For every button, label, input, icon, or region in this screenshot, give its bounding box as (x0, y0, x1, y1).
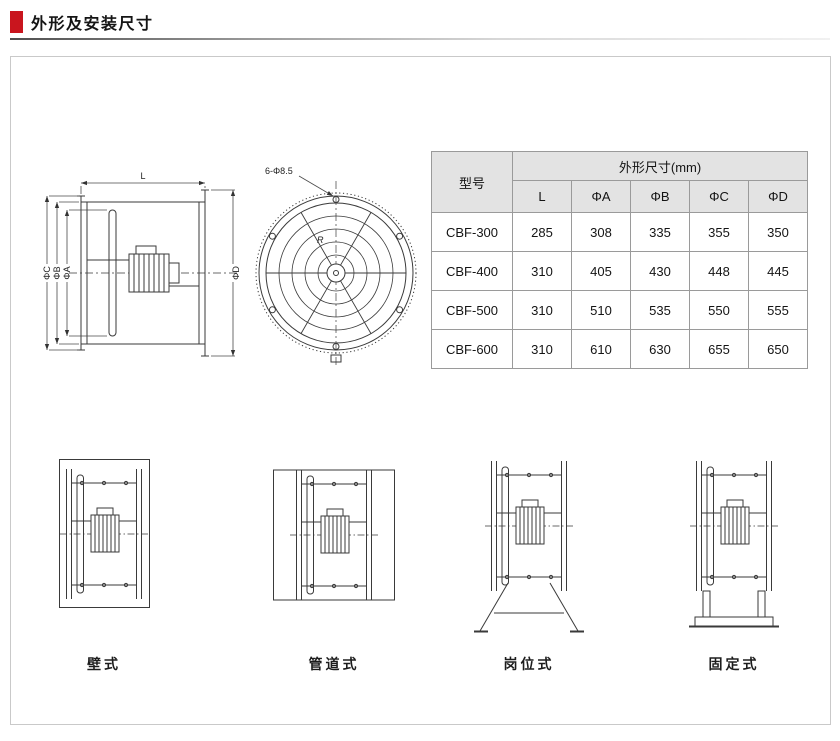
col-header-phi-b: ΦB (630, 180, 690, 213)
dim-cell: 405 (571, 251, 631, 291)
dim-cell: 310 (512, 251, 572, 291)
col-header-phi-d: ΦD (747, 180, 809, 213)
radius-label: R (317, 235, 324, 245)
page-title: 外形及安装尺寸 (31, 16, 154, 33)
dim-cell: 535 (630, 290, 690, 330)
dim-cell: 550 (689, 290, 749, 330)
bolt-holes-label: 6-Φ8.5 (265, 166, 293, 176)
dim-cell: 350 (747, 212, 809, 252)
dim-label-phi-a: ΦA (62, 266, 72, 279)
model-cell: CBF-500 (431, 290, 513, 330)
model-column-header: 型号 (431, 151, 513, 213)
col-header-phi-a: ΦA (571, 180, 631, 213)
dim-cell: 630 (630, 329, 690, 369)
installation-fixed: 固定式 (659, 455, 809, 674)
dim-cell: 610 (571, 329, 631, 369)
dim-cell: 285 (512, 212, 572, 252)
wall-mount-drawing (59, 459, 150, 608)
dim-cell: 655 (689, 329, 749, 369)
dimensions-group-header: 外形尺寸(mm) (511, 151, 809, 181)
figure-label: 固定式 (708, 656, 760, 672)
installation-duct: 管道式 (259, 455, 409, 674)
red-accent-mark (10, 11, 23, 33)
dim-cell: 430 (630, 251, 690, 291)
stand-mount-drawing (474, 460, 584, 633)
dim-cell: 510 (571, 290, 631, 330)
installation-figures: 壁式 管道式 (11, 455, 830, 705)
table-row: CBF-400 310 405 430 448 445 (431, 251, 809, 291)
dim-label-phi-b: ΦB (52, 266, 62, 279)
dim-label-l: L (140, 171, 145, 181)
table-row: CBF-600 310 610 630 655 650 (431, 329, 809, 369)
duct-mount-drawing (273, 469, 395, 601)
col-header-l: L (512, 180, 572, 213)
dim-cell: 308 (571, 212, 631, 252)
installation-wall: 壁式 (29, 455, 179, 674)
model-cell: CBF-400 (431, 251, 513, 291)
section-header: 外形及安装尺寸 (10, 10, 154, 34)
dim-label-phi-c: ΦC (42, 266, 52, 280)
col-header-phi-c: ΦC (689, 180, 749, 213)
dimensions-table: 型号 外形尺寸(mm) L ΦA ΦB ΦC ΦD CBF-300 285 (431, 151, 809, 369)
figure-label: 管道式 (308, 656, 360, 672)
model-cell: CBF-300 (431, 212, 513, 252)
table-row: CBF-300 285 308 335 355 350 (431, 212, 809, 252)
fan-side-view-drawing: L ΦC ΦB ΦA ΦD (42, 171, 241, 357)
installation-stand: 岗位式 (454, 455, 604, 674)
dim-cell: 555 (747, 290, 809, 330)
fan-front-view-drawing: 6-Φ8.5 R (255, 166, 417, 365)
dim-cell: 650 (747, 329, 809, 369)
figure-label: 岗位式 (503, 656, 555, 672)
dim-cell: 310 (512, 329, 572, 369)
dim-cell: 335 (630, 212, 690, 252)
fixed-mount-drawing (689, 460, 779, 628)
dim-cell: 445 (747, 251, 809, 291)
figure-label: 壁式 (87, 656, 121, 672)
header-divider (10, 38, 830, 40)
dim-cell: 448 (689, 251, 749, 291)
table-row: CBF-500 310 510 535 550 555 (431, 290, 809, 330)
dim-cell: 355 (689, 212, 749, 252)
dimensions-table-wrap: 型号 外形尺寸(mm) L ΦA ΦB ΦC ΦD CBF-300 285 (431, 151, 809, 369)
content-box: L ΦC ΦB ΦA ΦD (10, 56, 831, 725)
dim-label-phi-d: ΦD (231, 266, 241, 280)
dim-cell: 310 (512, 290, 572, 330)
model-cell: CBF-600 (431, 329, 513, 369)
